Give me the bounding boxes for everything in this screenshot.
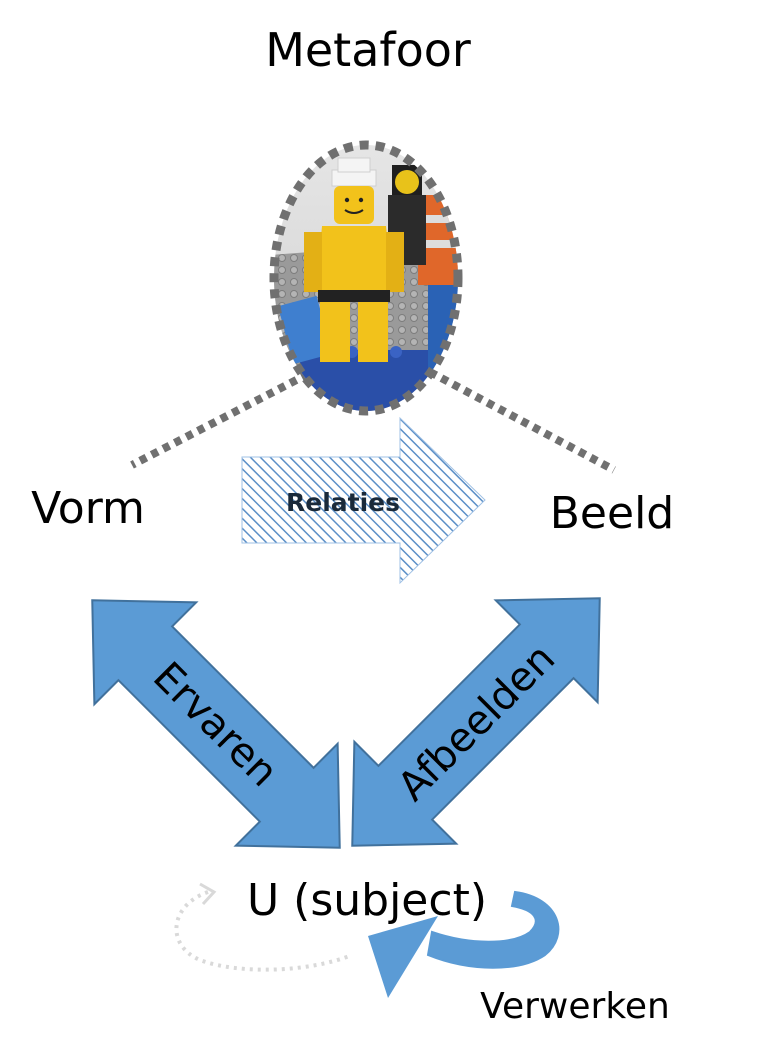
ervaren-arrow: Ervaren <box>91 599 341 849</box>
lego-figures-photo <box>269 140 463 416</box>
connector-beeld <box>428 368 616 474</box>
node-vorm: Vorm <box>31 483 145 534</box>
connector-vorm <box>130 370 310 469</box>
afbeelden-label: Afbeelden <box>389 635 564 810</box>
faint-loop-arrow <box>174 882 353 972</box>
verwerken-arrow <box>368 890 560 998</box>
diagram-title: Metafoor <box>265 23 471 77</box>
relaties-label: Relaties <box>286 488 400 517</box>
node-beeld: Beeld <box>550 488 674 539</box>
verwerken-label: Verwerken <box>480 986 670 1027</box>
relaties-arrow: Relaties <box>241 416 486 585</box>
node-subject: U (subject) <box>247 875 487 926</box>
afbeelden-arrow: Afbeelden <box>351 597 601 847</box>
